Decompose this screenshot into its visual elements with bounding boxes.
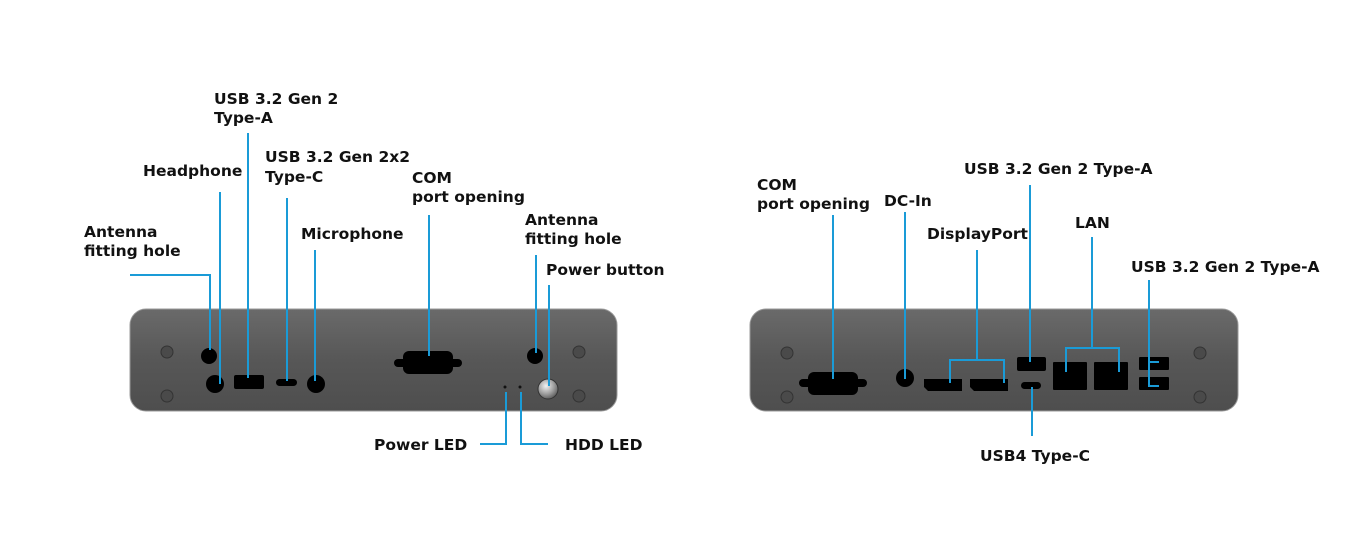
- usb-a-port: [234, 375, 264, 389]
- label-hdd-led: HDD LED: [565, 436, 643, 454]
- displayport-2: [970, 379, 1008, 391]
- front-callout-lines: [130, 133, 550, 445]
- back-labels: COM port opening DC-In USB 3.2 Gen 2 Typ…: [757, 160, 1320, 465]
- label-microphone: Microphone: [301, 225, 404, 243]
- label-antenna-right-line1: Antenna: [525, 211, 598, 229]
- label-antenna-left-line2: fitting hole: [84, 242, 181, 260]
- screw-icon: [1193, 390, 1207, 404]
- label-power-led: Power LED: [374, 436, 467, 454]
- usb-a-port-lower: [1139, 377, 1169, 390]
- label-usb-c-line2: Type-C: [265, 168, 323, 186]
- lan-port-2: [1094, 362, 1128, 390]
- usb4-port: [1021, 382, 1041, 389]
- displayport-1: [924, 379, 962, 391]
- screw-icon: [160, 389, 174, 403]
- label-antenna-right-line2: fitting hole: [525, 230, 622, 248]
- label-usb4: USB4 Type-C: [980, 447, 1090, 465]
- label-headphone: Headphone: [143, 162, 242, 180]
- label-displayport: DisplayPort: [927, 225, 1029, 243]
- headphone-jack: [206, 375, 224, 393]
- microphone-jack: [307, 375, 325, 393]
- power-led: [503, 385, 507, 389]
- screw-icon: [572, 345, 586, 359]
- front-panel: [129, 308, 618, 412]
- screw-icon: [572, 389, 586, 403]
- front-labels: USB 3.2 Gen 2 Type-A Headphone USB 3.2 G…: [84, 90, 665, 454]
- label-antenna-left-line1: Antenna: [84, 223, 157, 241]
- label-com-line1: COM: [412, 169, 452, 187]
- hdd-led: [518, 385, 522, 389]
- usb-a-port: [1017, 357, 1046, 371]
- antenna-hole-left: [201, 348, 217, 364]
- label-com-line2: port opening: [412, 188, 525, 206]
- screw-icon: [1193, 346, 1207, 360]
- com-port: [394, 351, 462, 374]
- com-port: [799, 372, 867, 395]
- lan-port-1: [1053, 362, 1087, 390]
- screw-icon: [160, 345, 174, 359]
- usb-a-port-upper: [1139, 357, 1169, 370]
- label-back-com-line1: COM: [757, 176, 797, 194]
- label-lan: LAN: [1075, 214, 1110, 232]
- label-usb-a-line1: USB 3.2 Gen 2: [214, 90, 338, 108]
- label-usb-c-line1: USB 3.2 Gen 2x2: [265, 148, 410, 166]
- screw-icon: [780, 390, 794, 404]
- usb-c-port: [276, 379, 297, 386]
- label-power-button: Power button: [546, 261, 665, 279]
- screw-icon: [780, 346, 794, 360]
- label-dc-in: DC-In: [884, 192, 932, 210]
- label-back-usb-a-top: USB 3.2 Gen 2 Type-A: [964, 160, 1153, 178]
- label-usb-a-line2: Type-A: [214, 109, 273, 127]
- back-callout-lines: [832, 185, 1159, 436]
- antenna-hole-right: [527, 348, 543, 364]
- label-back-com-line2: port opening: [757, 195, 870, 213]
- label-back-usb-a-right: USB 3.2 Gen 2 Type-A: [1131, 258, 1320, 276]
